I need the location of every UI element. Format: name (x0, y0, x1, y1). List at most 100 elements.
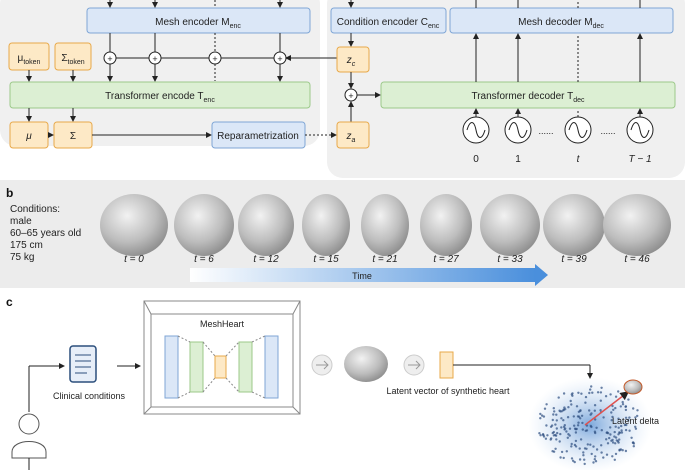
frame-time-label: t = 6 (194, 254, 214, 265)
latent-point (620, 429, 623, 432)
latent-point (627, 418, 630, 422)
latent-point (552, 434, 556, 437)
latent-point (611, 441, 615, 444)
time-label: 0 (473, 154, 479, 165)
latent-point (602, 416, 605, 419)
latent-point (539, 434, 542, 437)
zc-box (336, 46, 370, 73)
latent-point (628, 416, 631, 419)
latent-point (605, 438, 608, 441)
scroll-body (69, 345, 97, 383)
latent-point (554, 447, 557, 450)
transformer-encoder-label: Transformer encode Tenc (105, 91, 215, 104)
panel-c: c Clinical conditions MeshHeart (6, 295, 659, 473)
latent-point (577, 391, 580, 394)
mesh-decoder-box (449, 7, 674, 34)
latent-point (581, 421, 584, 425)
frame-corner (143, 406, 152, 415)
latent-point (558, 409, 561, 412)
latent-point (572, 415, 575, 418)
latent-point (583, 447, 587, 450)
latent-point (540, 414, 544, 417)
latent-point (627, 398, 630, 401)
plus-sign: + (277, 54, 282, 64)
latent-point (581, 428, 584, 431)
panel-b: b Conditions: male 60–65 years old 175 c… (0, 180, 685, 288)
plus-sign: + (152, 54, 157, 64)
condition-encoder-box (330, 7, 447, 34)
latent-point (608, 436, 611, 440)
dots: ...... (600, 126, 615, 136)
latent-point (570, 445, 573, 448)
latent-point (573, 424, 576, 427)
latent-point (577, 410, 581, 413)
plus-sign: + (348, 91, 353, 101)
latent-point (612, 408, 615, 411)
arrow-right-icon (316, 360, 329, 370)
heart-frame (361, 194, 409, 256)
latent-point (620, 424, 623, 428)
person-icon (11, 413, 47, 459)
time-label: T − 1 (628, 154, 651, 165)
latent-point (576, 424, 580, 427)
time-arrow-head (535, 264, 548, 286)
sigma-label: Σ (70, 131, 76, 142)
latent-point (551, 418, 554, 422)
latent-point (577, 421, 580, 424)
condition-item: 175 cm (10, 240, 43, 251)
heart-frame (420, 194, 472, 256)
latent-point (600, 386, 603, 389)
latent-point (544, 437, 548, 440)
latent-point (565, 450, 568, 453)
latent-point (541, 433, 545, 436)
latent-point (556, 431, 559, 435)
frame-time-label: t = 33 (497, 254, 523, 265)
latent-point (574, 431, 578, 434)
latent-point (618, 448, 621, 451)
frame-time-label: t = 39 (561, 254, 587, 265)
panel-a-left-bg (0, 0, 320, 146)
latent-point (634, 416, 637, 419)
conditions-title: Conditions: (10, 204, 60, 215)
latent-point (618, 431, 621, 434)
za-box (336, 121, 370, 149)
condition-item: 60–65 years old (10, 228, 81, 239)
latent-points (538, 385, 639, 466)
latent-point (614, 442, 617, 445)
latent-point (614, 452, 618, 456)
latent-point (562, 419, 565, 422)
latent-point (621, 449, 624, 452)
latent-point (554, 423, 557, 426)
heart-frame (480, 194, 540, 256)
frame-time-label: t = 27 (433, 254, 459, 265)
latent-point (555, 427, 558, 430)
latent-point (575, 405, 579, 408)
latent-point (588, 409, 591, 412)
latent-point (584, 401, 587, 404)
latent-point (599, 391, 603, 394)
clinical-conditions-label: Clinical conditions (53, 391, 126, 401)
latent-point (595, 448, 599, 451)
latent-point (617, 433, 620, 436)
latent-point (632, 445, 635, 448)
latent-point (613, 458, 616, 461)
transformer-encoder-box (9, 81, 311, 109)
latent-point (539, 417, 542, 420)
frame-time-label: t = 21 (372, 254, 397, 265)
heart-frame (603, 194, 671, 256)
latent-point (593, 430, 597, 433)
latent-point (558, 440, 561, 443)
latent-point (583, 458, 586, 461)
latent-point (539, 412, 542, 416)
latent-point (580, 392, 583, 395)
latent-point (566, 436, 569, 439)
latent-point (570, 403, 573, 406)
latent-point (557, 396, 560, 399)
time-label: 1 (515, 154, 521, 165)
latent-point (571, 459, 575, 462)
latent-point (621, 403, 625, 406)
latent-point (573, 443, 577, 447)
latent-point (586, 443, 589, 446)
latent-point (630, 436, 633, 439)
latent-point (560, 417, 563, 420)
